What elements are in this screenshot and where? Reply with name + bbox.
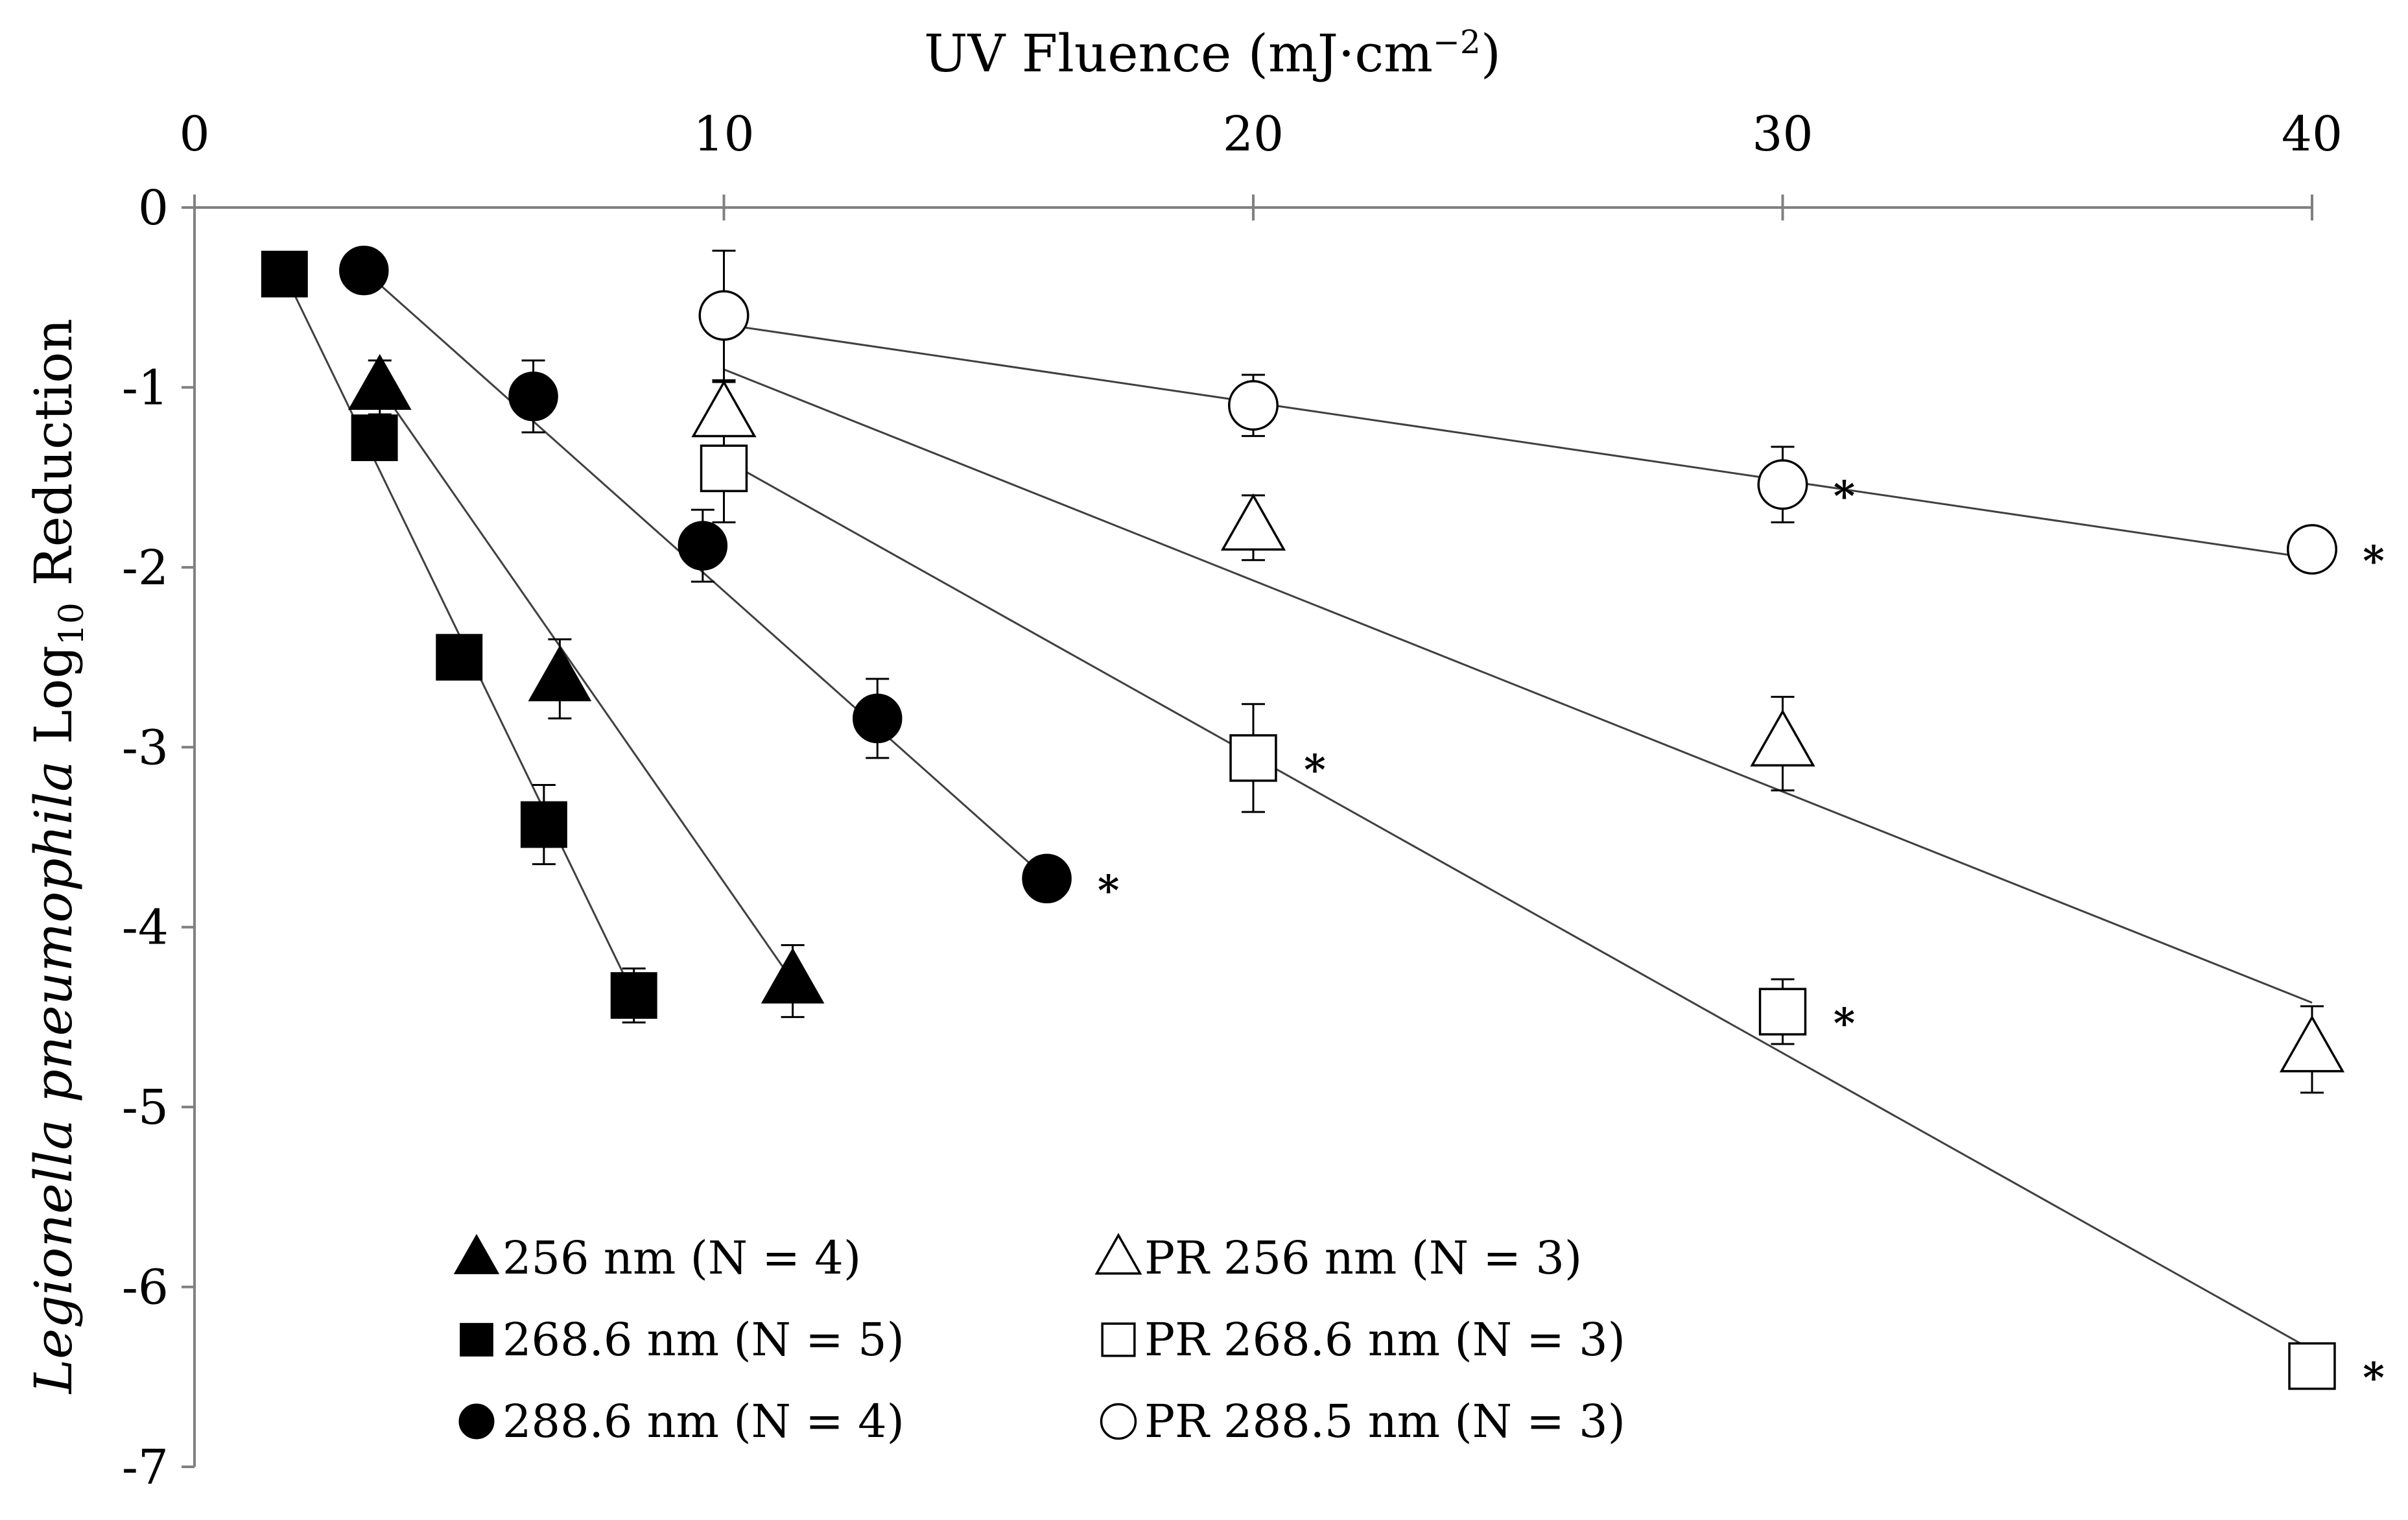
x-tick-label: 10 — [693, 106, 754, 162]
error-bars — [368, 250, 2324, 1094]
legend-label: 288.6 nm (N = 4) — [502, 1395, 904, 1448]
fit-line-pr-256-nm-n-3 — [723, 368, 2313, 1004]
significance-star: * — [1098, 866, 1119, 915]
data-point-288.6-nm-n-4 — [508, 372, 558, 422]
data-point-268.6-nm-n-5 — [436, 634, 483, 681]
legend-label: PR 268.6 nm (N = 3) — [1144, 1313, 1625, 1366]
significance-star: * — [1834, 472, 1855, 521]
x-axis-title: UV Fluence (mJ·cm−2) — [924, 23, 1501, 84]
data-point-288.6-nm-n-4 — [853, 693, 903, 744]
legend-marker-pr-288.5-nm-n-3 — [1100, 1403, 1137, 1440]
significance-star: * — [2363, 1354, 2384, 1403]
data-point-256-nm-n-4 — [761, 947, 825, 1004]
x-axis-title-close: ) — [1481, 23, 1501, 84]
y-axis-title-log: Log — [23, 645, 84, 761]
legend-label: PR 288.5 nm (N = 3) — [1144, 1395, 1625, 1448]
data-point-pr-256-nm-n-3 — [2279, 1015, 2345, 1073]
x-tick-label: 20 — [1223, 106, 1284, 162]
y-tick-label: -3 — [122, 720, 169, 776]
y-tick-label: 0 — [138, 180, 169, 236]
data-point-pr-288.5-nm-n-3 — [1228, 380, 1279, 431]
legend-marker-256-nm-n-4 — [453, 1233, 500, 1274]
data-point-pr-268.6-nm-n-3 — [1758, 988, 1807, 1036]
data-point-256-nm-n-4 — [348, 353, 412, 410]
legend-marker-pr-256-nm-n-3 — [1094, 1233, 1142, 1275]
data-point-pr-288.5-nm-n-3 — [1757, 459, 1808, 510]
y-axis-title-italic: Legionella pneumophila — [23, 761, 84, 1395]
legend-label: PR 256 nm (N = 3) — [1144, 1231, 1582, 1285]
significance-star: * — [1834, 999, 1855, 1048]
data-points — [261, 245, 2345, 1390]
y-tick-label: -6 — [122, 1260, 169, 1316]
data-point-268.6-nm-n-5 — [351, 414, 398, 462]
legend: 256 nm (N = 4) 268.6 nm (N = 5) 288.6 nm (… — [453, 1231, 1625, 1448]
data-point-288.6-nm-n-4 — [1022, 853, 1072, 904]
data-point-268.6-nm-n-5 — [520, 801, 567, 848]
x-axis-title-sup: −2 — [1433, 23, 1481, 61]
fit-line-256-nm-n-4 — [379, 386, 794, 982]
data-point-pr-268.6-nm-n-3 — [1229, 734, 1277, 782]
x-tick-label: 0 — [179, 106, 209, 162]
legend-label: 256 nm (N = 4) — [502, 1231, 861, 1285]
data-point-288.6-nm-n-4 — [339, 245, 389, 296]
significance-star: * — [1304, 746, 1325, 794]
y-axis-title-rest: Reduction — [23, 318, 84, 602]
legend-marker-288.6-nm-n-4 — [458, 1403, 495, 1440]
fit-line-288.6-nm-n-4 — [363, 269, 1048, 879]
fit-line-pr-288.5-nm-n-3 — [724, 323, 2313, 560]
legend-marker-pr-268.6-nm-n-3 — [1101, 1322, 1136, 1357]
y-tick-label: -2 — [122, 540, 169, 596]
axes: 0 10 20 30 40 0 -1 -2 -3 -4 -5 -6 -7 — [122, 106, 2343, 1495]
y-tick-label: -4 — [122, 900, 169, 956]
data-point-256-nm-n-4 — [528, 645, 592, 702]
data-point-pr-288.5-nm-n-3 — [698, 290, 750, 341]
data-point-pr-288.5-nm-n-3 — [2287, 524, 2337, 575]
fit-line-pr-268.6-nm-n-3 — [723, 458, 2313, 1351]
data-point-288.6-nm-n-4 — [678, 521, 728, 571]
significance-markers: * * * * * * — [1098, 472, 2385, 1402]
data-point-268.6-nm-n-5 — [261, 250, 308, 298]
fit-lines — [283, 269, 2313, 1351]
data-point-pr-256-nm-n-3 — [691, 380, 757, 438]
y-axis-title: Legionella pneumophila Log10 Reduction — [23, 318, 91, 1395]
data-point-268.6-nm-n-5 — [610, 972, 657, 1019]
significance-star: * — [2363, 537, 2384, 586]
x-axis-title-main: UV Fluence (mJ·cm — [924, 23, 1433, 84]
x-tick-label: 40 — [2282, 106, 2343, 162]
legend-label: 268.6 nm (N = 5) — [502, 1313, 904, 1366]
data-point-pr-256-nm-n-3 — [1750, 709, 1815, 767]
data-point-pr-268.6-nm-n-3 — [700, 444, 748, 492]
y-tick-label: -5 — [122, 1080, 169, 1135]
data-point-pr-268.6-nm-n-3 — [2288, 1342, 2336, 1390]
y-tick-label: -7 — [122, 1440, 169, 1495]
y-tick-label: -1 — [122, 360, 169, 416]
legend-marker-268.6-nm-n-5 — [460, 1323, 493, 1357]
x-tick-label: 30 — [1752, 106, 1813, 162]
y-axis-title-sub: 10 — [53, 602, 91, 645]
data-point-pr-256-nm-n-3 — [1220, 493, 1286, 551]
